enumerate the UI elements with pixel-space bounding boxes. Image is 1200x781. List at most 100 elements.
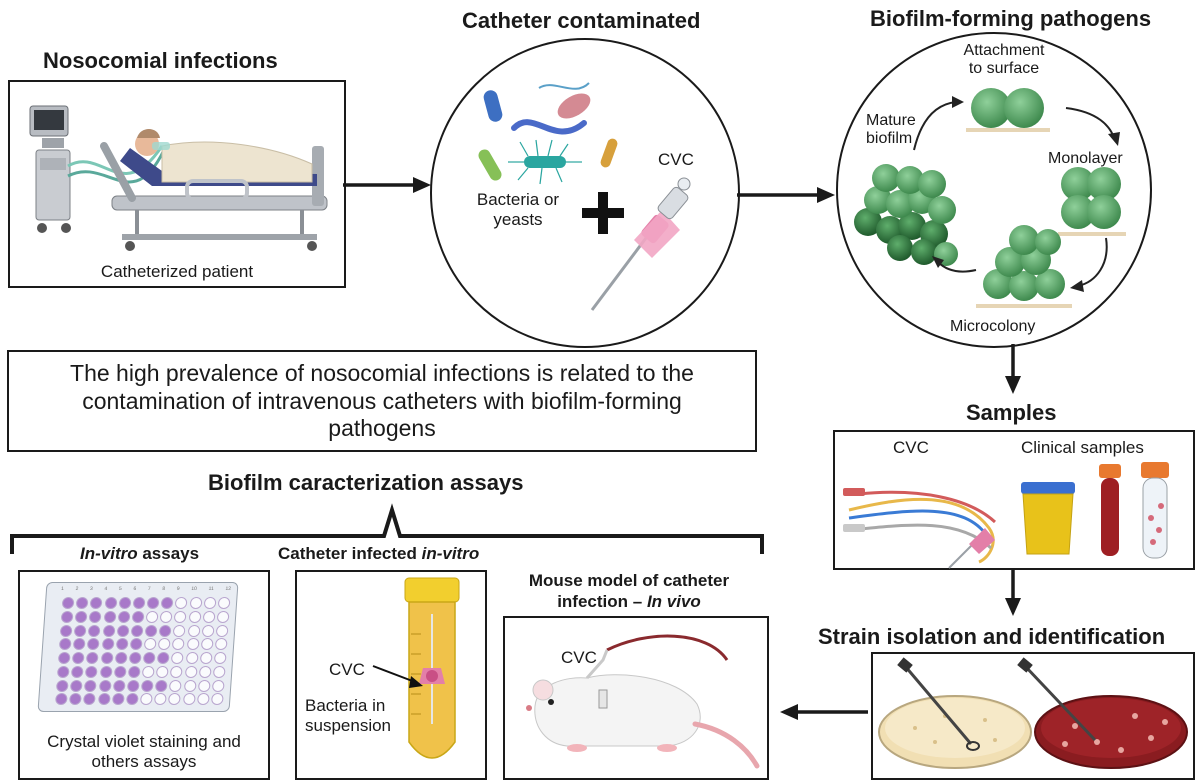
- plate-well: [159, 610, 173, 623]
- plate-well: [141, 665, 155, 678]
- arrow-to-contaminated: [343, 177, 431, 193]
- plate-well: [211, 679, 225, 692]
- plate-well: [186, 638, 200, 651]
- plate-well: [103, 610, 117, 623]
- invitro-caption: Crystal violet staining and others assay…: [20, 732, 268, 771]
- plate-well: [112, 679, 126, 692]
- strain-panel: [871, 652, 1195, 780]
- agar-plates-illustration: [878, 657, 1188, 769]
- plate-column-number: 1: [60, 586, 65, 592]
- plate-well: [127, 665, 141, 678]
- contaminated-title: Catheter contaminated: [462, 8, 701, 33]
- stage-attachment-label: Attachment to surface: [944, 42, 1064, 79]
- plate-well: [198, 665, 212, 678]
- plate-well: [69, 693, 82, 706]
- plate-well: [203, 597, 217, 609]
- plate-well: [172, 638, 185, 651]
- plate-well: [157, 638, 171, 651]
- samples-panel: CVC Clinical samples: [833, 430, 1195, 570]
- contaminated-circle: Bacteria or yeasts CVC: [430, 38, 740, 348]
- plate-well: [126, 679, 140, 692]
- plate-well: [104, 597, 117, 609]
- plate-well: [144, 624, 158, 637]
- catheter-infected-title: Catheter infected in-vitro: [278, 544, 479, 564]
- plate-well: [169, 679, 183, 692]
- plate-well: [132, 597, 146, 609]
- plate-well: [100, 652, 114, 664]
- plate-well: [199, 652, 213, 664]
- plate-well: [213, 652, 227, 664]
- plate-well: [174, 610, 187, 623]
- plate-well: [217, 597, 231, 609]
- plate-well: [171, 652, 184, 664]
- mouse-model-title: Mouse model of catheter infection – In v…: [506, 570, 752, 613]
- plate-well: [71, 665, 84, 678]
- catheter-title-rest: Catheter infected: [278, 544, 422, 563]
- plate-well: [184, 665, 198, 678]
- plate-well: [83, 693, 97, 706]
- nosocomial-panel: Catheterized patient: [8, 80, 346, 288]
- plate-column-number: 6: [133, 586, 137, 592]
- plate-well: [59, 624, 73, 637]
- catheter-title-italic: in-vitro: [421, 544, 480, 563]
- statement-box: The high prevalence of nosocomial infect…: [7, 350, 757, 452]
- plate-well: [102, 624, 116, 637]
- plate-well: [75, 597, 89, 609]
- invitro-rest: assays: [137, 544, 200, 563]
- biofilm-cycle-illustration: [854, 88, 1126, 308]
- plate-well: [187, 624, 201, 637]
- plate-column-number: 7: [147, 586, 151, 592]
- plate-well: [142, 652, 156, 664]
- bacteria-label-line1: Bacteria or: [476, 190, 560, 209]
- invitro-italic: In-vitro: [80, 544, 138, 563]
- plate-well: [156, 665, 169, 678]
- catheter-infected-panel: CVC Bacteria in suspension: [295, 570, 487, 780]
- plate-well: [216, 610, 230, 623]
- plate-well: [212, 665, 226, 678]
- plate-well: [87, 638, 100, 651]
- samples-illustration: [843, 462, 1169, 569]
- plate-well: [155, 679, 168, 692]
- plate-well: [185, 652, 199, 664]
- stage-monolayer-label: Monolayer: [1048, 150, 1123, 167]
- plate-column-number: 10: [191, 586, 198, 592]
- plate-column-number: 8: [162, 586, 166, 592]
- plate-well: [130, 624, 144, 637]
- plate-well: [145, 610, 159, 623]
- mouse-title-line2-rest: infection –: [557, 592, 647, 612]
- plate-well: [160, 597, 174, 609]
- plate-well: [196, 693, 210, 706]
- plus-sign: [582, 192, 624, 234]
- cvc-label-contaminated: CVC: [658, 150, 694, 169]
- clinical-samples-label: Clinical samples: [1021, 438, 1144, 457]
- plate-well: [154, 693, 167, 706]
- mouse-title-line2-italic: In vivo: [646, 592, 701, 612]
- statement-line3: pathogens: [328, 415, 436, 442]
- plate-well: [99, 665, 113, 678]
- statement-text: The high prevalence of nosocomial infect…: [9, 360, 755, 443]
- biofilm-circle: Attachment to surface Monolayer Microcol…: [836, 32, 1152, 348]
- catheter-cvc-label: CVC: [329, 660, 365, 679]
- plate-well: [210, 693, 224, 706]
- arrow-to-biofilm: [737, 187, 835, 203]
- plate-well: [54, 693, 68, 706]
- plate-well: [146, 597, 160, 609]
- statement-line1: The high prevalence of nosocomial infect…: [70, 360, 694, 386]
- nosocomial-title: Nosocomial infections: [43, 48, 278, 73]
- plate-well: [111, 693, 125, 706]
- mouse-illustration: [526, 634, 760, 769]
- plate-column-number: 2: [75, 586, 79, 592]
- statement-line2: contamination of intravenous catheters w…: [82, 387, 682, 414]
- plate-well: [97, 693, 111, 706]
- plate-well: [200, 638, 214, 651]
- plate-column-number: 9: [176, 586, 180, 592]
- strain-title: Strain isolation and identification: [818, 624, 1166, 649]
- arrow-to-strain: [1005, 568, 1021, 616]
- plate-well: [156, 652, 170, 664]
- plate-well: [170, 665, 184, 678]
- bacteria-susp-line1: Bacteria in: [305, 696, 386, 715]
- plate-well: [85, 665, 99, 678]
- mouse-title-line1: Mouse model of catheter: [528, 571, 730, 590]
- plate-well: [129, 638, 143, 651]
- plate-well: [55, 679, 69, 692]
